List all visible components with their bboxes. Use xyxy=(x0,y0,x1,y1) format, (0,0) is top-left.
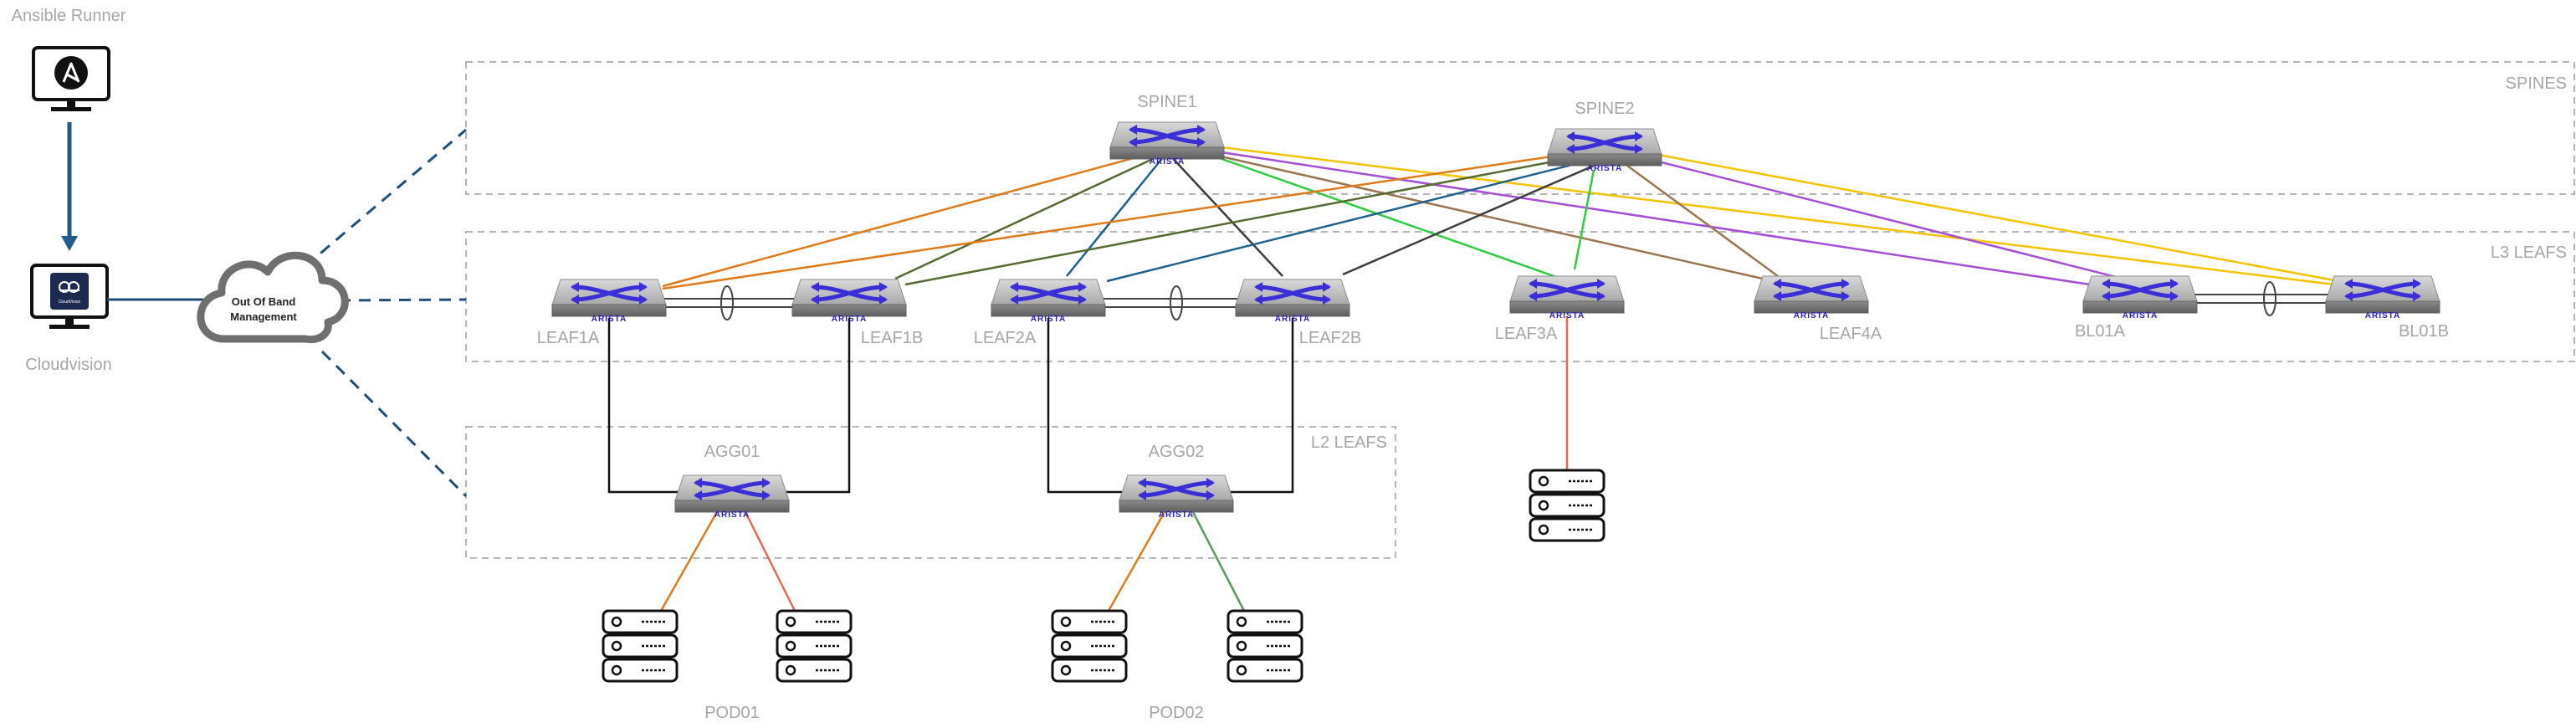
switch-leaf1a[interactable]: ARISTA LEAF1A xyxy=(537,279,666,347)
switch-agg01-label: AGG01 xyxy=(704,443,761,461)
switch-brand-label: ARISTA xyxy=(1275,315,1310,324)
switch-leaf2a[interactable]: ARISTA LEAF2A xyxy=(974,279,1105,347)
switch-leaf4a-label: LEAF4A xyxy=(1820,325,1882,343)
switch-spine2[interactable]: ARISTA SPINE2 xyxy=(1548,100,1662,173)
switch-spine2-label: SPINE2 xyxy=(1575,100,1634,118)
l2-leafs-zone xyxy=(465,426,1396,559)
switch-leaf1b[interactable]: ARISTA LEAF1B xyxy=(792,279,923,347)
oob-management-cloud[interactable]: Out Of Band Management xyxy=(197,251,349,344)
switch-spine1-label: SPINE1 xyxy=(1137,93,1196,111)
cloudvision-logo-icon xyxy=(30,264,109,329)
switch-spine1[interactable]: ARISTA SPINE1 xyxy=(1110,93,1224,167)
switch-brand-label: ARISTA xyxy=(832,315,867,324)
pod01-label: POD01 xyxy=(704,704,760,722)
switch-leaf4a[interactable]: ARISTA LEAF4A xyxy=(1754,276,1882,343)
server-pod01-a[interactable] xyxy=(602,609,679,683)
leaf-agg-links xyxy=(607,318,1294,494)
switch-bl01b-label: BL01B xyxy=(2399,322,2449,341)
cloud-icon xyxy=(197,251,349,344)
switch-leaf2b-label: LEAF2B xyxy=(1299,329,1361,347)
switch-brand-label: ARISTA xyxy=(2365,311,2400,320)
ansible-runner[interactable]: Ansible Runner xyxy=(12,7,126,111)
switch-brand-label: ARISTA xyxy=(1031,315,1066,324)
cloudvision-screen-text: CloudVision xyxy=(59,300,81,305)
cloudvision[interactable]: CloudVision Cloudvision xyxy=(25,264,112,374)
l3-leafs-zone-label: L3 LEAFS xyxy=(2491,244,2567,262)
spines-zone xyxy=(465,61,2575,195)
switch-brand-label: ARISTA xyxy=(1587,164,1622,173)
switch-leaf2b[interactable]: ARISTA LEAF2B xyxy=(1236,279,1361,347)
switch-agg02-label: AGG02 xyxy=(1149,443,1205,461)
switch-brand-label: ARISTA xyxy=(1150,157,1185,167)
switch-brand-label: ARISTA xyxy=(592,315,627,324)
switch-leaf3a-label: LEAF3A xyxy=(1495,325,1558,343)
switch-brand-label: ARISTA xyxy=(1794,311,1829,320)
runner-to-cloudvision-arrow xyxy=(61,122,78,251)
l2-leafs-zone-label: L2 LEAFS xyxy=(1311,433,1387,452)
switch-bl01a[interactable]: ARISTA BL01A xyxy=(2075,276,2197,341)
switch-agg02[interactable]: ARISTA AGG02 xyxy=(1119,443,1233,520)
switch-leaf3a[interactable]: ARISTA LEAF3A xyxy=(1495,276,1624,343)
switch-brand-label: ARISTA xyxy=(2123,311,2158,320)
spine-leaf-links xyxy=(662,146,2335,290)
pod02-label: POD02 xyxy=(1149,704,1204,722)
switch-leaf1a-label: LEAF1A xyxy=(537,329,600,347)
server-pod02-a[interactable] xyxy=(1051,609,1128,683)
oob-links xyxy=(305,128,468,498)
ansible-logo-icon xyxy=(32,46,110,111)
ansible-runner-label: Ansible Runner xyxy=(12,7,126,25)
switch-brand-label: ARISTA xyxy=(714,510,750,520)
server-links xyxy=(659,316,1569,612)
switch-leaf1b-label: LEAF1B xyxy=(861,329,923,347)
oob-label-line2: Management xyxy=(230,310,297,323)
server-pod02-b[interactable] xyxy=(1227,609,1303,683)
cloudvision-label: Cloudvision xyxy=(25,356,111,374)
switch-agg01[interactable]: ARISTA AGG01 xyxy=(675,443,789,520)
server-pod01-b[interactable] xyxy=(776,609,853,683)
oob-label-line1: Out Of Band xyxy=(232,295,296,308)
switch-bl01b[interactable]: ARISTA BL01B xyxy=(2326,276,2449,341)
mlag-links xyxy=(659,281,2333,320)
l3-leafs-zone xyxy=(465,231,2575,362)
switch-bl01a-label: BL01A xyxy=(2075,322,2126,341)
server-leaf3a[interactable] xyxy=(1529,469,1606,542)
switch-leaf2a-label: LEAF2A xyxy=(974,329,1037,347)
switch-brand-label: ARISTA xyxy=(1159,510,1194,520)
switch-brand-label: ARISTA xyxy=(1549,311,1585,320)
spines-zone-label: SPINES xyxy=(2506,74,2567,93)
